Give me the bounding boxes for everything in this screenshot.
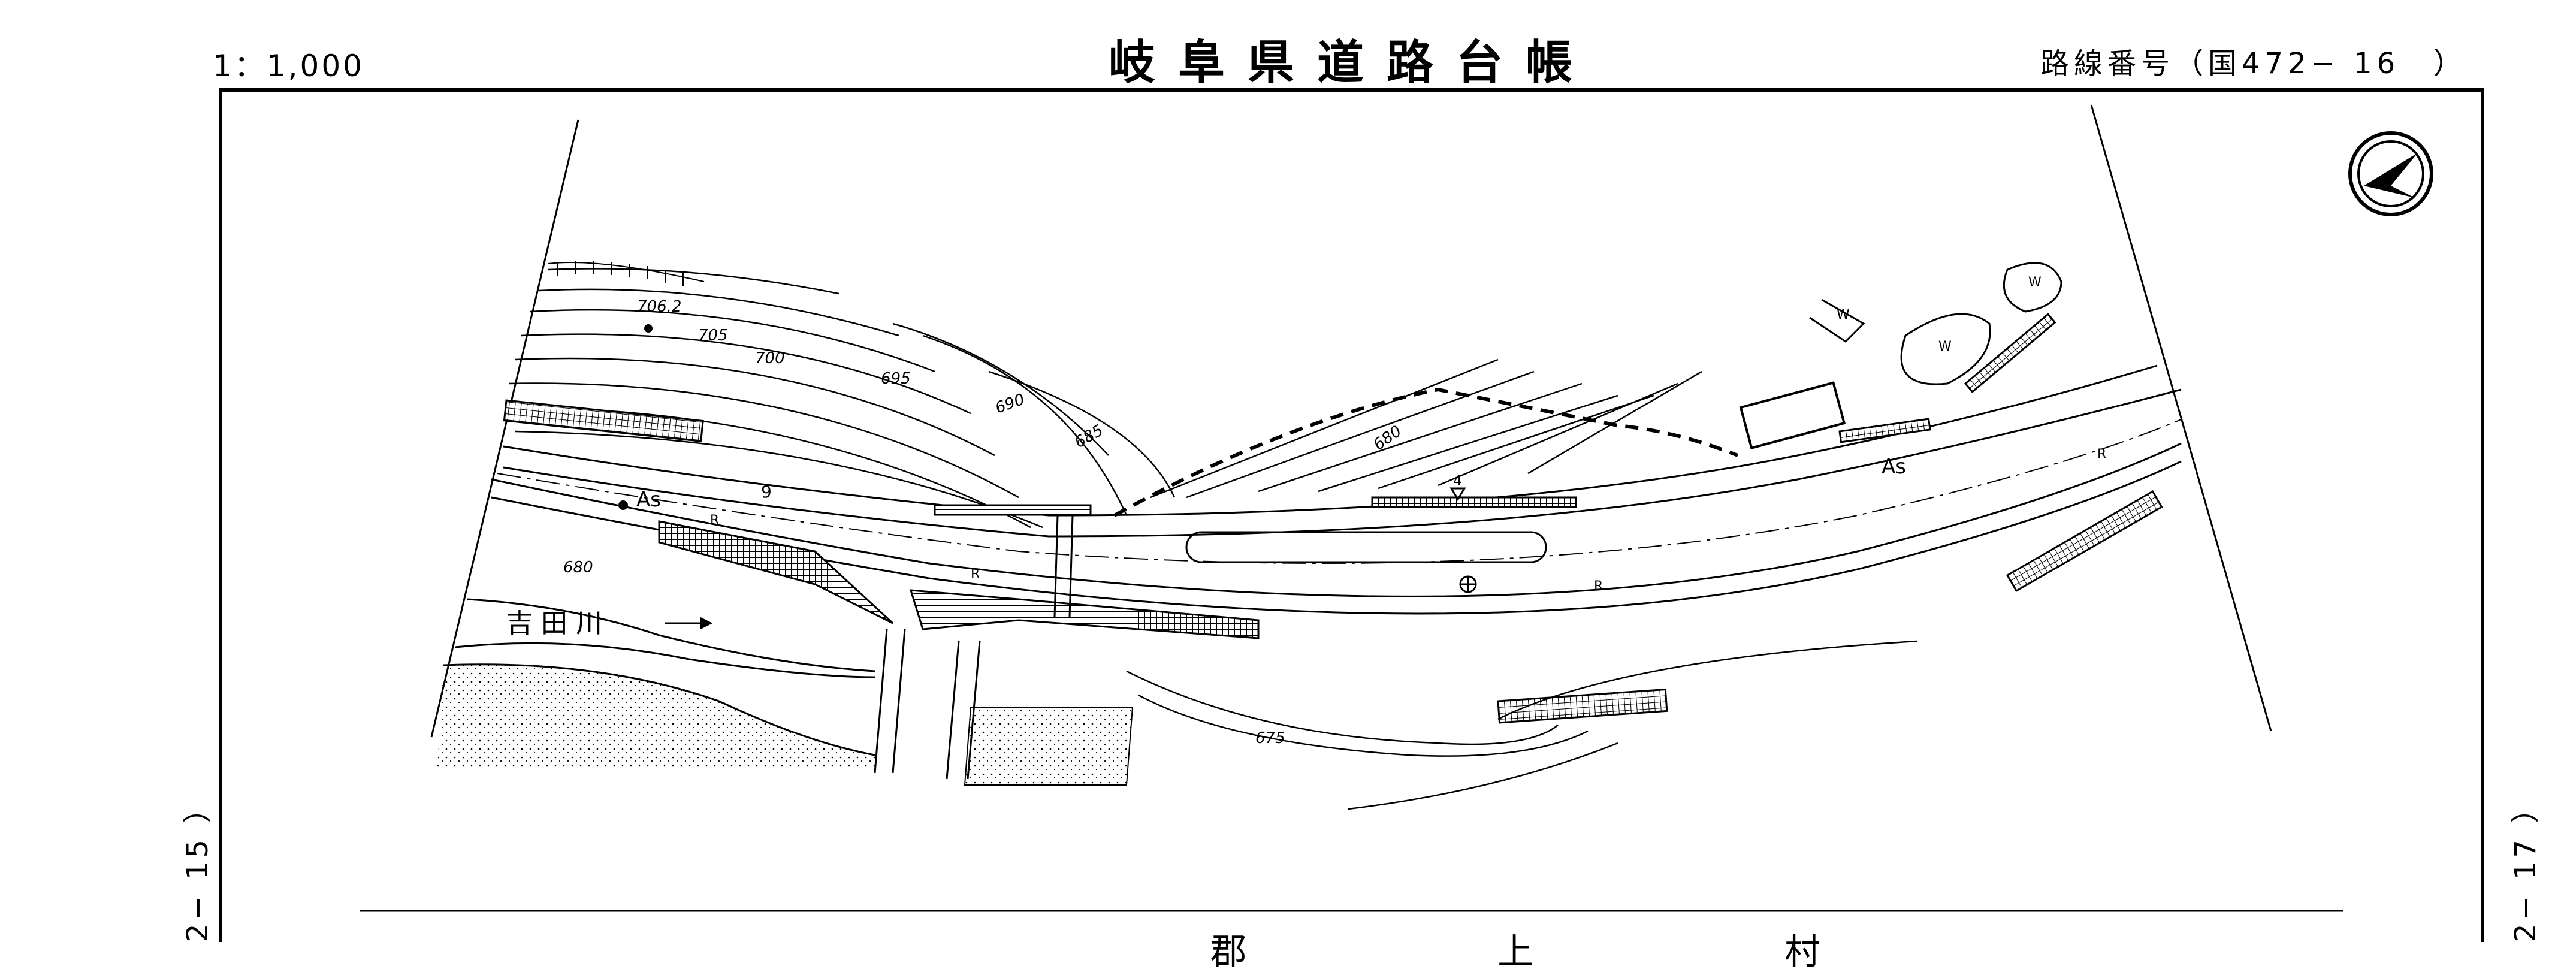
sand-area (964, 707, 1134, 786)
marker-number: 4 (1453, 472, 1462, 489)
retaining-wall (2006, 490, 2163, 593)
contour-label: 690 (993, 390, 1027, 417)
surface-label: As (636, 488, 661, 512)
hilltop-hatching (548, 261, 705, 286)
marker-number: 9 (761, 482, 772, 502)
contour-label: 700 (755, 349, 785, 367)
page-title: 岐阜県道路台帳 (1109, 35, 1596, 90)
bridge (874, 515, 1074, 780)
ponds (1809, 262, 2062, 385)
contour-label: 695 (881, 370, 911, 388)
map-scale: 1：1,000 (213, 49, 364, 83)
contour-label: 680 (1370, 422, 1405, 454)
route-number: 路線番号（国472− 16 ） (2040, 47, 2468, 80)
retaining-wall (503, 399, 704, 442)
contour-lines (509, 268, 1702, 529)
retaining-wall (1497, 688, 1668, 724)
road-label: R (1594, 579, 1603, 594)
contour-label: 705 (698, 327, 728, 345)
median-strip (1185, 531, 1547, 563)
retaining-wall (1371, 496, 1577, 508)
flow-arrow-icon (665, 617, 713, 630)
retaining-wall (658, 520, 894, 624)
retaining-wall (1838, 418, 1931, 443)
elevation-label: 706.2 (637, 298, 681, 316)
surface-label: As (1882, 455, 1906, 479)
contour-label: 680 (563, 559, 593, 576)
municipality-label: 郡 上 村 (1210, 931, 1941, 973)
sheet-boundaries (430, 104, 2272, 738)
road-map: 706.2 705 700 695 690 685 680 680 675 As… (219, 88, 2484, 942)
water-label: W (1938, 339, 1952, 354)
retaining-wall (1964, 313, 2056, 393)
sand-area (437, 664, 875, 767)
building (1739, 381, 1846, 450)
map-frame (219, 88, 2484, 942)
road-edges (491, 364, 2182, 615)
bench-mark-icon (644, 324, 653, 333)
boundary-dashed (1113, 387, 1739, 517)
road-label: R (710, 513, 719, 528)
river-name: 吉 田 川 (506, 608, 602, 639)
triangulation-icon (1449, 487, 1466, 501)
retaining-wall (934, 504, 1092, 516)
road-label: R (971, 567, 980, 582)
contour-label: 675 (1255, 729, 1285, 747)
retaining-wall (909, 589, 1260, 639)
lower-contours (1126, 640, 1918, 810)
water-label: W (1837, 307, 1850, 322)
water-label: W (2028, 275, 2042, 290)
north-arrow-icon (2348, 131, 2433, 216)
road-label: R (2097, 447, 2106, 462)
bench-mark-icon (618, 500, 628, 510)
